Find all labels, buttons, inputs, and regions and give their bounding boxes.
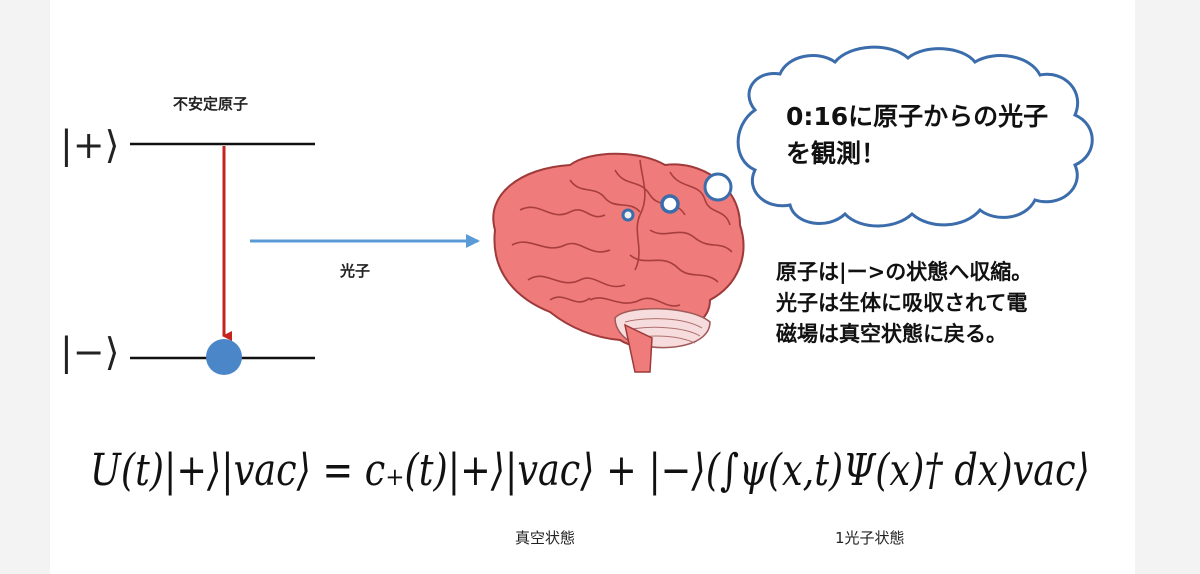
time-evolution-equation: U(t)|+⟩|vac⟩ = c₊(t)|+⟩|vac⟩ + |−⟩(∫ψ(x,… xyxy=(90,445,1090,496)
one-photon-state-label: 1光子状態 xyxy=(835,529,905,547)
brain-illustration xyxy=(492,152,745,373)
slide-canvas: 不安定原子 |+⟩ |−⟩ xyxy=(50,0,1135,574)
thought-bubble-dot-large xyxy=(703,172,733,202)
explanation-line-2: 光子は生体に吸収されて電 xyxy=(776,291,1028,315)
upper-state-ket: |+⟩ xyxy=(60,123,120,167)
thought-cloud xyxy=(736,45,1094,228)
photon-label: 光子 xyxy=(340,262,371,280)
vacuum-state-label: 真空状態 xyxy=(515,529,576,547)
explanation-text: 原子は|ー>の状態へ収縮。 光子は生体に吸収されて電 磁場は真空状態に戻る。 xyxy=(776,257,1032,350)
thought-line-2: を観測！ xyxy=(786,139,887,168)
explanation-line-1: 原子は|ー>の状態へ収縮。 xyxy=(776,260,1033,284)
unstable-atom-title: 不安定原子 xyxy=(173,95,249,113)
explanation-line-3: 磁場は真空状態に戻る。 xyxy=(776,322,1007,346)
neuron-spot-large xyxy=(660,194,680,214)
neuron-spot-small xyxy=(621,208,635,222)
thought-bubble-text: 0:16に原子からの光子 を観測！ xyxy=(786,98,1048,172)
electron-dot xyxy=(206,339,242,375)
lower-state-ket: |−⟩ xyxy=(60,330,120,374)
diagram-graphics xyxy=(130,45,1094,375)
thought-line-1: 0:16に原子からの光子 xyxy=(786,102,1049,131)
